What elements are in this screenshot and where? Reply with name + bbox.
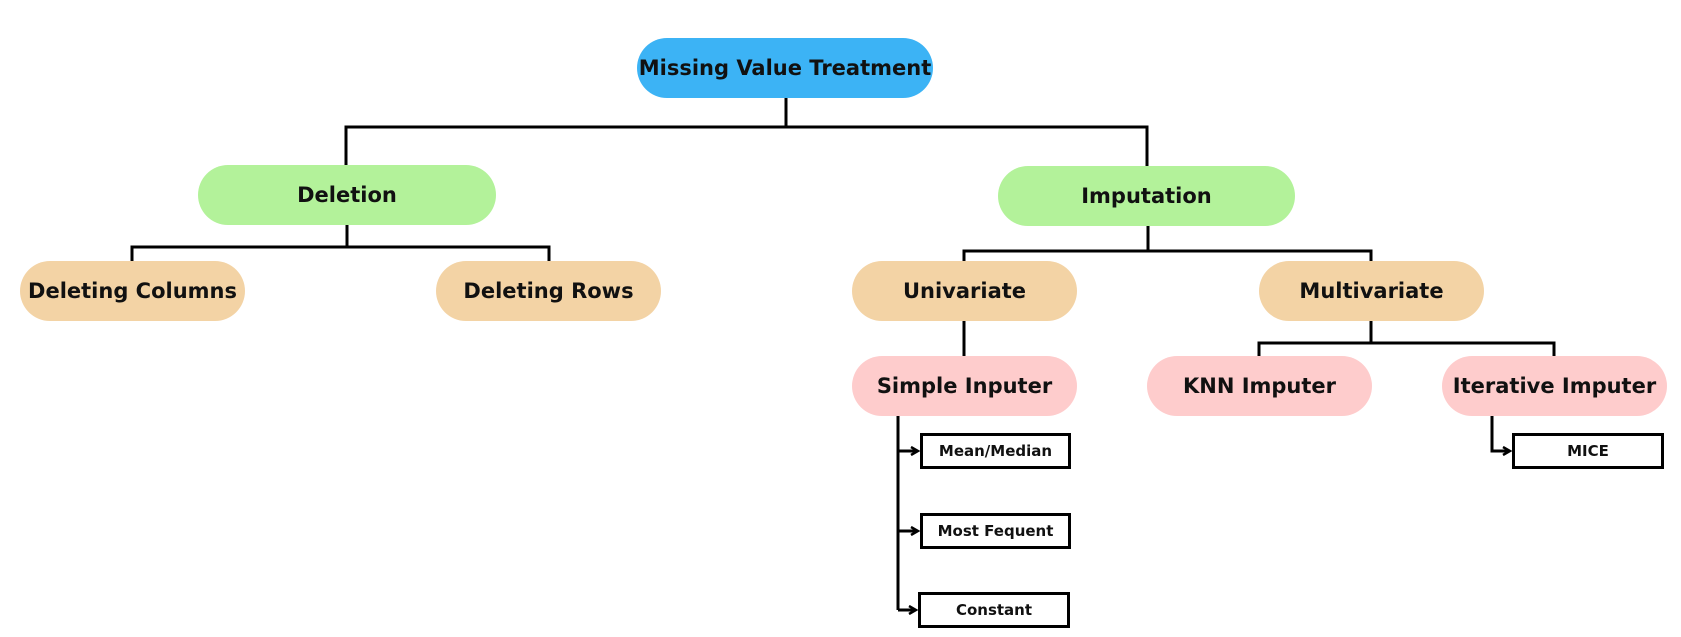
arrow-mice	[1490, 416, 1510, 451]
node-most-frequent: Most Fequent	[920, 513, 1071, 549]
connector-deletion-branches	[130, 245, 551, 261]
node-multivariate: Multivariate	[1259, 261, 1484, 321]
node-constant: Constant	[918, 592, 1070, 628]
connector-root-branches	[344, 125, 1149, 166]
connector-multivariate-branches	[1257, 341, 1556, 356]
node-imputation: Imputation	[998, 166, 1295, 226]
node-univariate: Univariate	[852, 261, 1077, 321]
node-iterative-imputer: Iterative Imputer	[1442, 356, 1667, 416]
node-mean-median: Mean/Median	[920, 433, 1071, 469]
node-deleting-columns: Deleting Columns	[20, 261, 245, 321]
node-simple-inputer: Simple Inputer	[852, 356, 1077, 416]
connector-group	[130, 98, 1556, 610]
node-missing-value-treatment: Missing Value Treatment	[637, 38, 933, 98]
node-deleting-rows: Deleting Rows	[436, 261, 661, 321]
node-deletion: Deletion	[198, 165, 496, 225]
connector-imputation-branches	[962, 249, 1373, 261]
node-mice: MICE	[1512, 433, 1664, 469]
node-knn-imputer: KNN Imputer	[1147, 356, 1372, 416]
